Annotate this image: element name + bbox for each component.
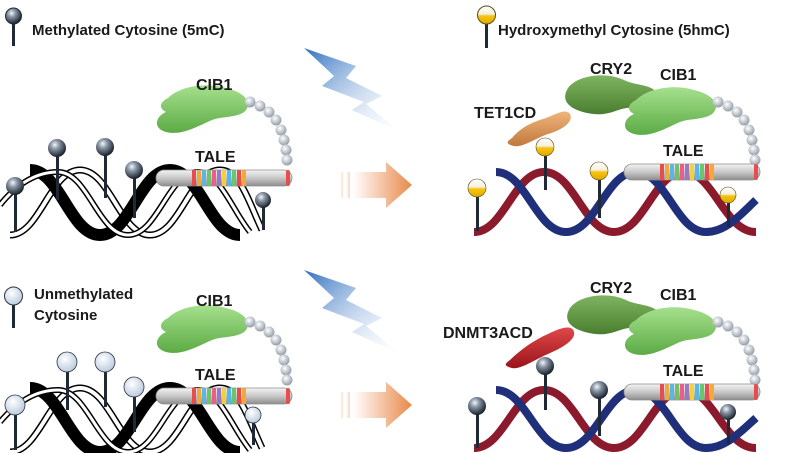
cib1-label-top-right: CIB1 [660,67,697,84]
methyl-groups-top-left [6,138,271,232]
legend-hydroxymethyl: Hydroxymethyl Cytosine (5hmC) [477,5,730,48]
dnmt3acd-enzyme-bottom-right: DNMT3ACD [443,325,575,369]
tale-protein-top-right: TALE [623,143,761,181]
unmethylated-groups-bottom-left [4,351,262,450]
hydroxymethyl-groups-top-right [467,137,737,231]
cry2-label-bottom-right: CRY2 [590,280,632,297]
cib1-protein-bottom-left: CIB1 [156,293,248,353]
tet1cd-label: TET1CD [474,105,536,122]
tale-label-bottom-right: TALE [663,363,704,380]
cib1-protein-top-left: CIB1 [156,77,248,133]
tale-label-top-right: TALE [663,143,704,160]
tale-protein-bottom-right: TALE [623,363,761,401]
legend-unmethylated-line1: Unmethylated [34,286,133,303]
legend-methylated-label: Methylated Cytosine (5mC) [32,22,225,39]
tale-protein-bottom-left: TALE [155,367,293,405]
cib1-protein-bottom-right: CIB1 [624,287,716,355]
cib1-protein-top-right: CIB1 [624,67,716,135]
linker-beads-top-right [712,96,761,166]
legend-hydroxymethyl-label: Hydroxymethyl Cytosine (5hmC) [498,22,730,39]
tale-label-bottom-left: TALE [195,367,236,384]
cib1-label-top-left: CIB1 [196,77,233,94]
dnmt3acd-label: DNMT3ACD [443,325,533,342]
cry2-protein-bottom-right: CRY2 [567,280,661,335]
linker-beads-top-left [244,96,293,166]
cry2-label-top-right: CRY2 [590,61,632,78]
light-bolt-bottom-icon [304,270,400,354]
cib1-label-bottom-right: CIB1 [660,287,697,304]
methyl-groups-bottom-right [468,357,736,448]
cry2-protein-top-right: CRY2 [565,61,659,115]
tale-label-top-left: TALE [195,149,236,166]
legend-unmethylated-line2: Cytosine [34,307,97,324]
tet1cd-enzyme-top-right: TET1CD [474,105,571,147]
linker-beads-bottom-right [712,316,761,386]
linker-beads-bottom-left [244,316,293,386]
light-bolt-top-icon [304,48,400,132]
orange-arrow-top-icon [340,162,412,208]
dna-helix-top-right [473,167,759,237]
cib1-label-bottom-left: CIB1 [196,293,233,310]
tale-protein-top-left: TALE [155,149,293,187]
legend-methylated: Methylated Cytosine (5mC) [5,7,225,46]
orange-arrow-bottom-icon [340,382,412,428]
legend-unmethylated: Unmethylated Cytosine [4,286,133,328]
